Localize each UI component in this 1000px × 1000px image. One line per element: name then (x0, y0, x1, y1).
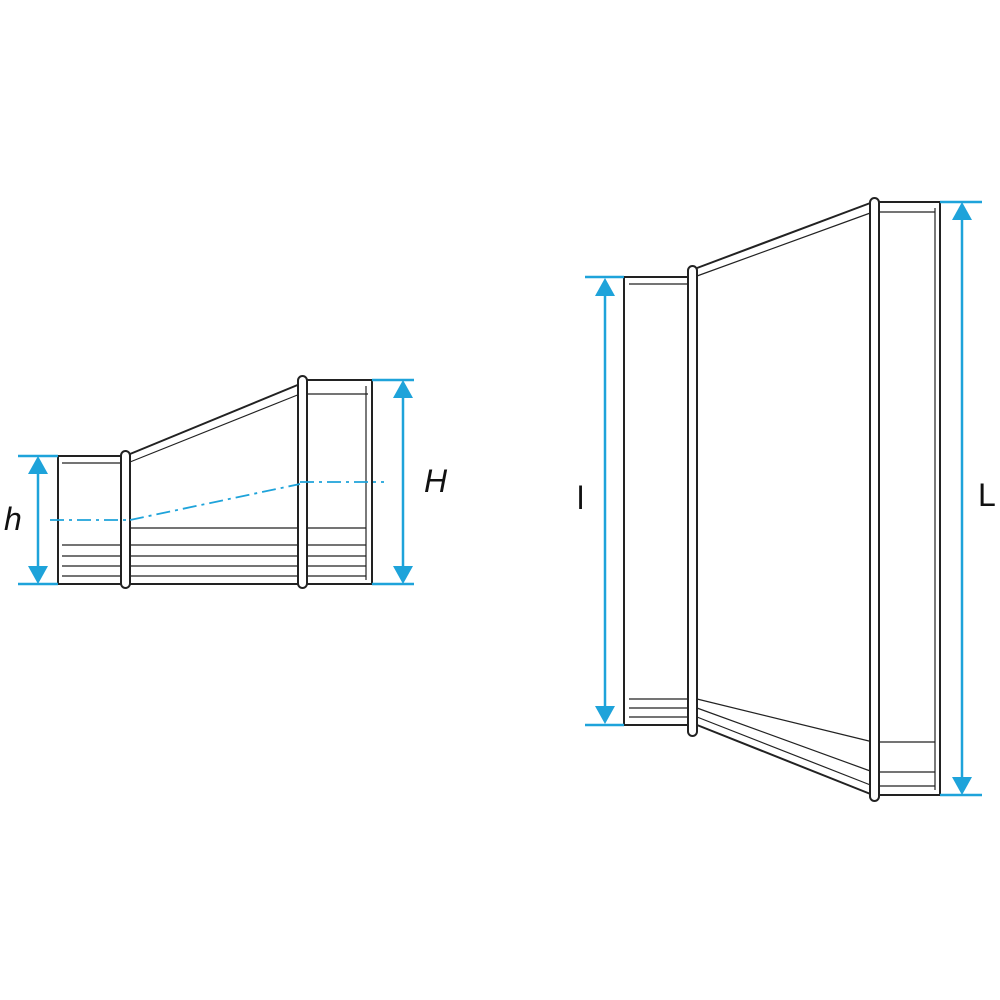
label-l: l (577, 480, 584, 516)
dimension-H (372, 378, 414, 586)
label-L: L (978, 477, 996, 513)
front-taper-body (696, 201, 874, 796)
front-seam-band-small (687, 265, 698, 737)
label-h: h (4, 501, 22, 537)
front-view: l L (577, 197, 996, 802)
side-centerline (50, 481, 384, 521)
side-small-collar (57, 455, 123, 585)
dimension-l (585, 275, 624, 727)
front-large-collar (879, 201, 941, 796)
front-seam-band-large (869, 197, 880, 802)
front-small-collar (623, 276, 691, 726)
side-view: h H (4, 375, 448, 589)
dimension-h (18, 454, 58, 586)
side-large-collar (306, 379, 373, 585)
label-H: H (424, 463, 448, 499)
side-taper-body (129, 383, 301, 585)
dimension-L (940, 200, 982, 797)
